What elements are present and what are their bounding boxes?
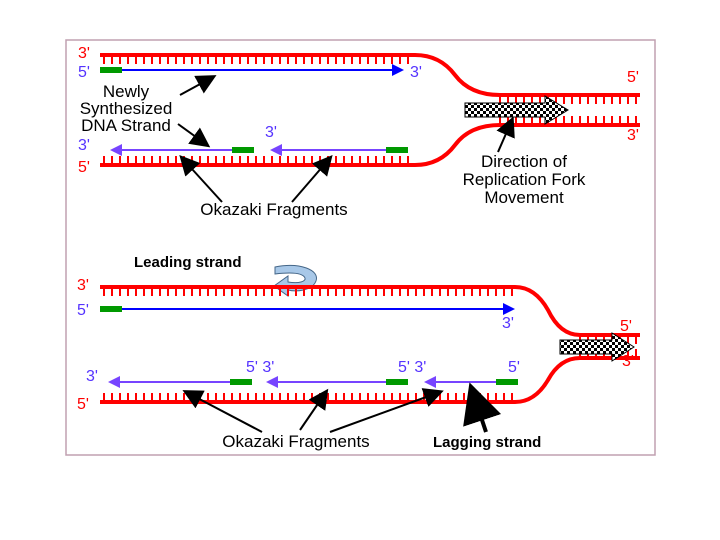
diagram-frame [65,39,656,456]
bottom-lower-fork-curve [514,356,640,404]
top-label-3prime-lagging-left: 3' [78,137,90,154]
top-label-3prime-right: 3' [627,127,639,144]
top-lagging-arrowhead-1 [110,144,122,156]
leading-strand-label: Leading strand [134,254,242,271]
newly-synthesized-label-2: Synthesized [80,99,173,118]
bottom-leading-primer [100,306,122,312]
bottom-lagging-primer-3 [496,379,518,385]
top-panel: 3' 5' Newly Synthesized DNA Strand 3' 5'… [78,45,640,219]
bottom-upper-fork-curve [514,285,640,337]
top-okazaki-label: Okazaki Fragments [200,200,347,219]
pointer-okazaki-2 [291,154,333,203]
checkered-arrow-icon [464,95,569,125]
bottom-label-3prime-right: 3' [622,353,634,370]
bottom-pointer-okazaki-2 [299,388,329,431]
top-label-5prime-bottom: 5' [78,159,90,176]
top-label-3prime-top: 3' [78,45,90,62]
top-label-5prime-top: 5' [78,64,90,81]
top-lagging-arrowhead-2 [270,144,282,156]
checkered-arrow-icon-bottom [559,332,635,362]
bottom-lagging-arrowhead-2 [266,376,278,388]
top-upper-base-ticks [103,55,409,64]
pointer-direction [496,116,515,153]
bottom-pointer-okazaki-1 [182,390,263,433]
bottom-label-fragment-3: 5' [508,359,520,376]
bottom-lagging-primer-1 [230,379,252,385]
bottom-label-3prime-leading-end: 3' [502,315,514,332]
bottom-pointer-okazaki-3 [329,388,444,433]
top-lagging-primer-2 [386,147,408,153]
bottom-panel: Leading strand 3' 5' [77,254,640,451]
bottom-lagging-arrowhead-1 [108,376,120,388]
top-label-3prime-leading-end: 3' [410,64,422,81]
bottom-label-fragment-2: 5' 3' [398,359,426,376]
pointer-newly-synth-to-lagging [177,123,211,148]
direction-label-2: Replication Fork [463,170,586,189]
pointer-newly-synth-to-leading [179,75,217,96]
direction-label-1: Direction of [481,152,567,171]
bottom-lagging-arrowhead-3 [424,376,436,388]
pointer-okazaki-1 [179,155,223,203]
top-label-5prime-right: 5' [627,69,639,86]
bottom-okazaki-label: Okazaki Fragments [222,432,369,451]
direction-label-3: Movement [484,188,564,207]
bottom-label-5prime-right: 5' [620,318,632,335]
top-lagging-primer-1 [232,147,254,153]
top-upper-fork-curve [414,53,640,97]
top-label-3prime-lagging-mid: 3' [265,124,277,141]
top-lower-fork-curve [414,123,640,167]
newly-synthesized-label-3: DNA Strand [81,116,171,135]
top-leading-arrowhead [392,64,404,76]
bottom-label-fragment-1: 5' 3' [246,359,274,376]
lagging-strand-pointer [463,382,502,433]
bottom-leading-arrowhead [503,303,515,315]
bottom-label-5prime-leading: 5' [77,302,89,319]
bottom-upper-base-ticks [103,287,513,296]
bottom-label-3prime-lagging-left: 3' [86,368,98,385]
top-leading-primer [100,67,122,73]
bottom-lagging-primer-2 [386,379,408,385]
bottom-label-3prime-top: 3' [77,277,89,294]
lagging-strand-label: Lagging strand [433,434,541,451]
newly-synthesized-label-1: Newly [103,82,150,101]
bottom-label-5prime-bottom: 5' [77,396,89,413]
